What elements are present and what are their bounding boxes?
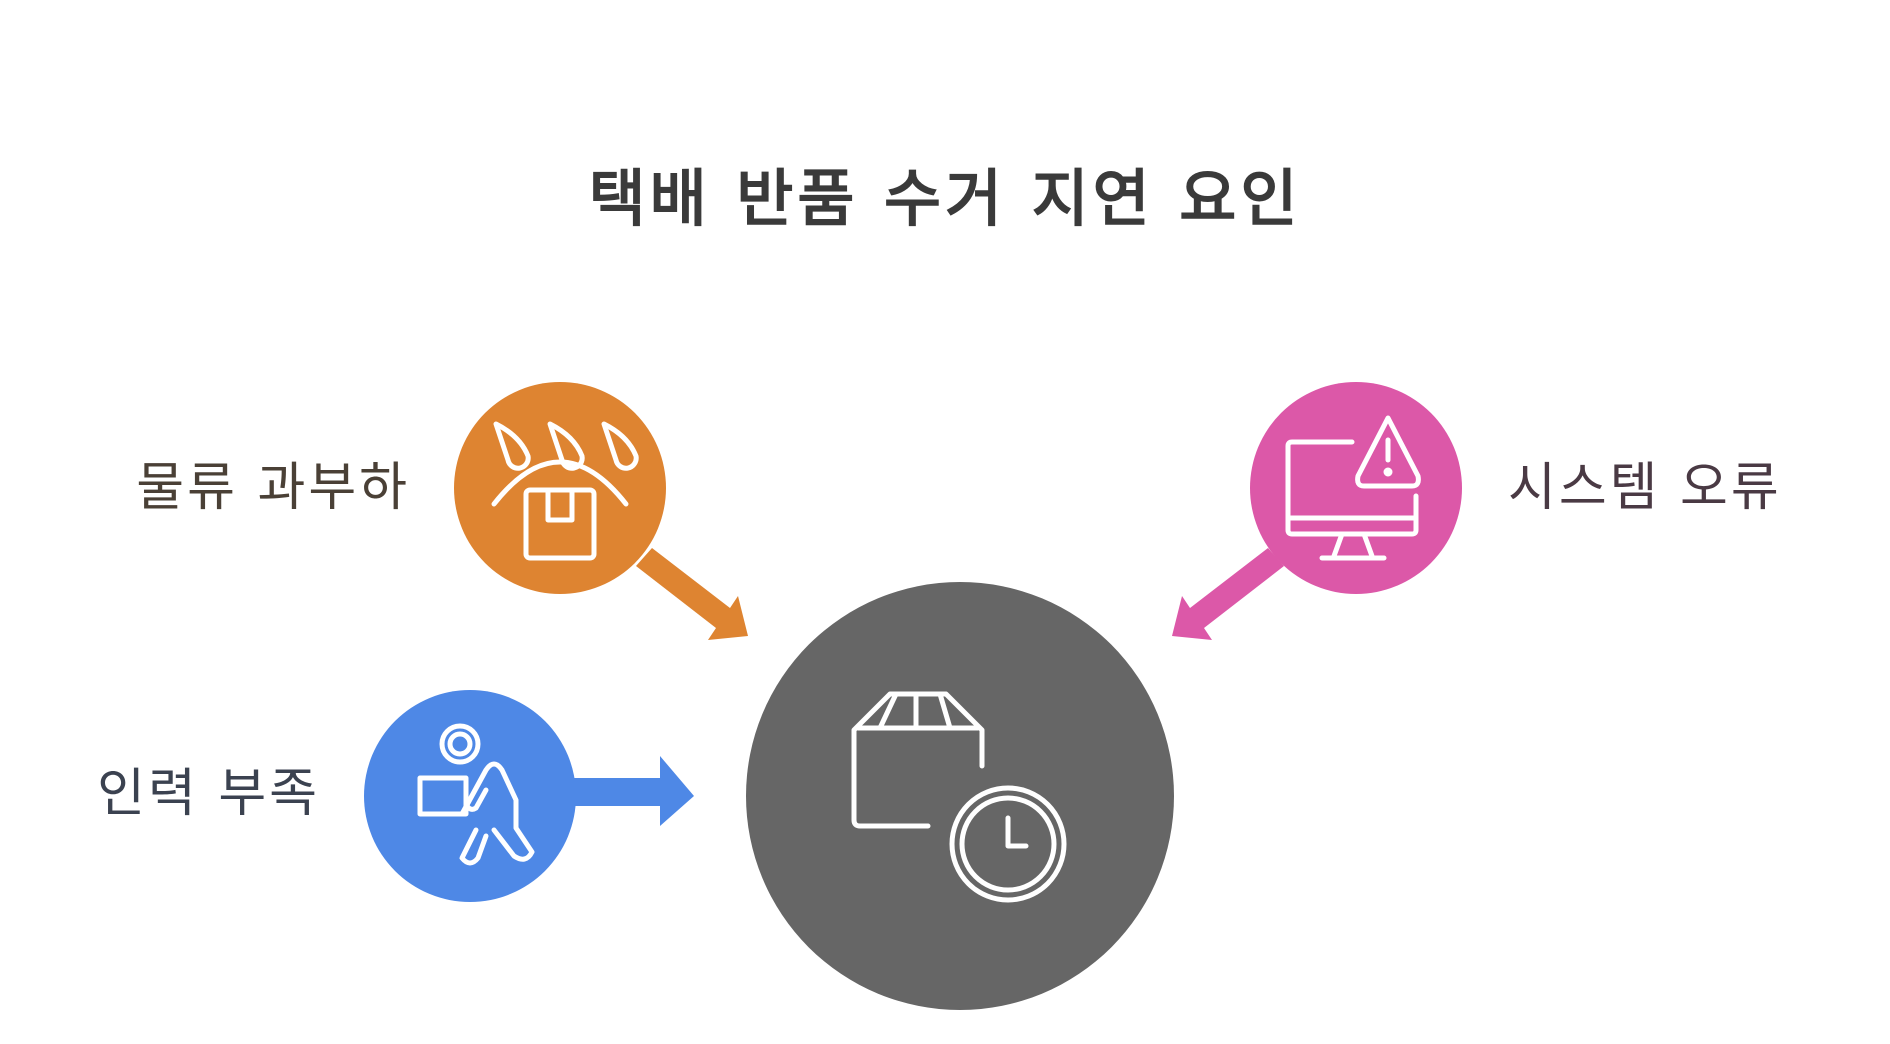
- factor-node-labor-shortage: [364, 690, 694, 902]
- circle-system-error: [1250, 382, 1462, 594]
- arrow-system-error: [1172, 548, 1284, 640]
- diagram-title: 택배 반품 수거 지연 요인: [588, 162, 1302, 235]
- center-node: [746, 582, 1174, 1010]
- factor-node-system-error: [1172, 382, 1462, 640]
- overloaded-box-icon: [491, 421, 639, 561]
- factor-label-logistics-overload: 물류 과부하: [136, 458, 410, 518]
- arrow-logistics-overload: [636, 548, 748, 640]
- center-circle: [746, 582, 1174, 1010]
- package-clock-icon: [851, 691, 1067, 903]
- factor-label-labor-shortage: 인력 부족: [97, 764, 320, 824]
- monitor-warning-icon: [1285, 415, 1421, 561]
- arrow-labor-shortage: [568, 756, 694, 826]
- factor-label-system-error: 시스템 오류: [1508, 458, 1782, 518]
- factor-node-logistics-overload: [454, 382, 748, 640]
- worker-carrying-box-icon: [417, 723, 535, 866]
